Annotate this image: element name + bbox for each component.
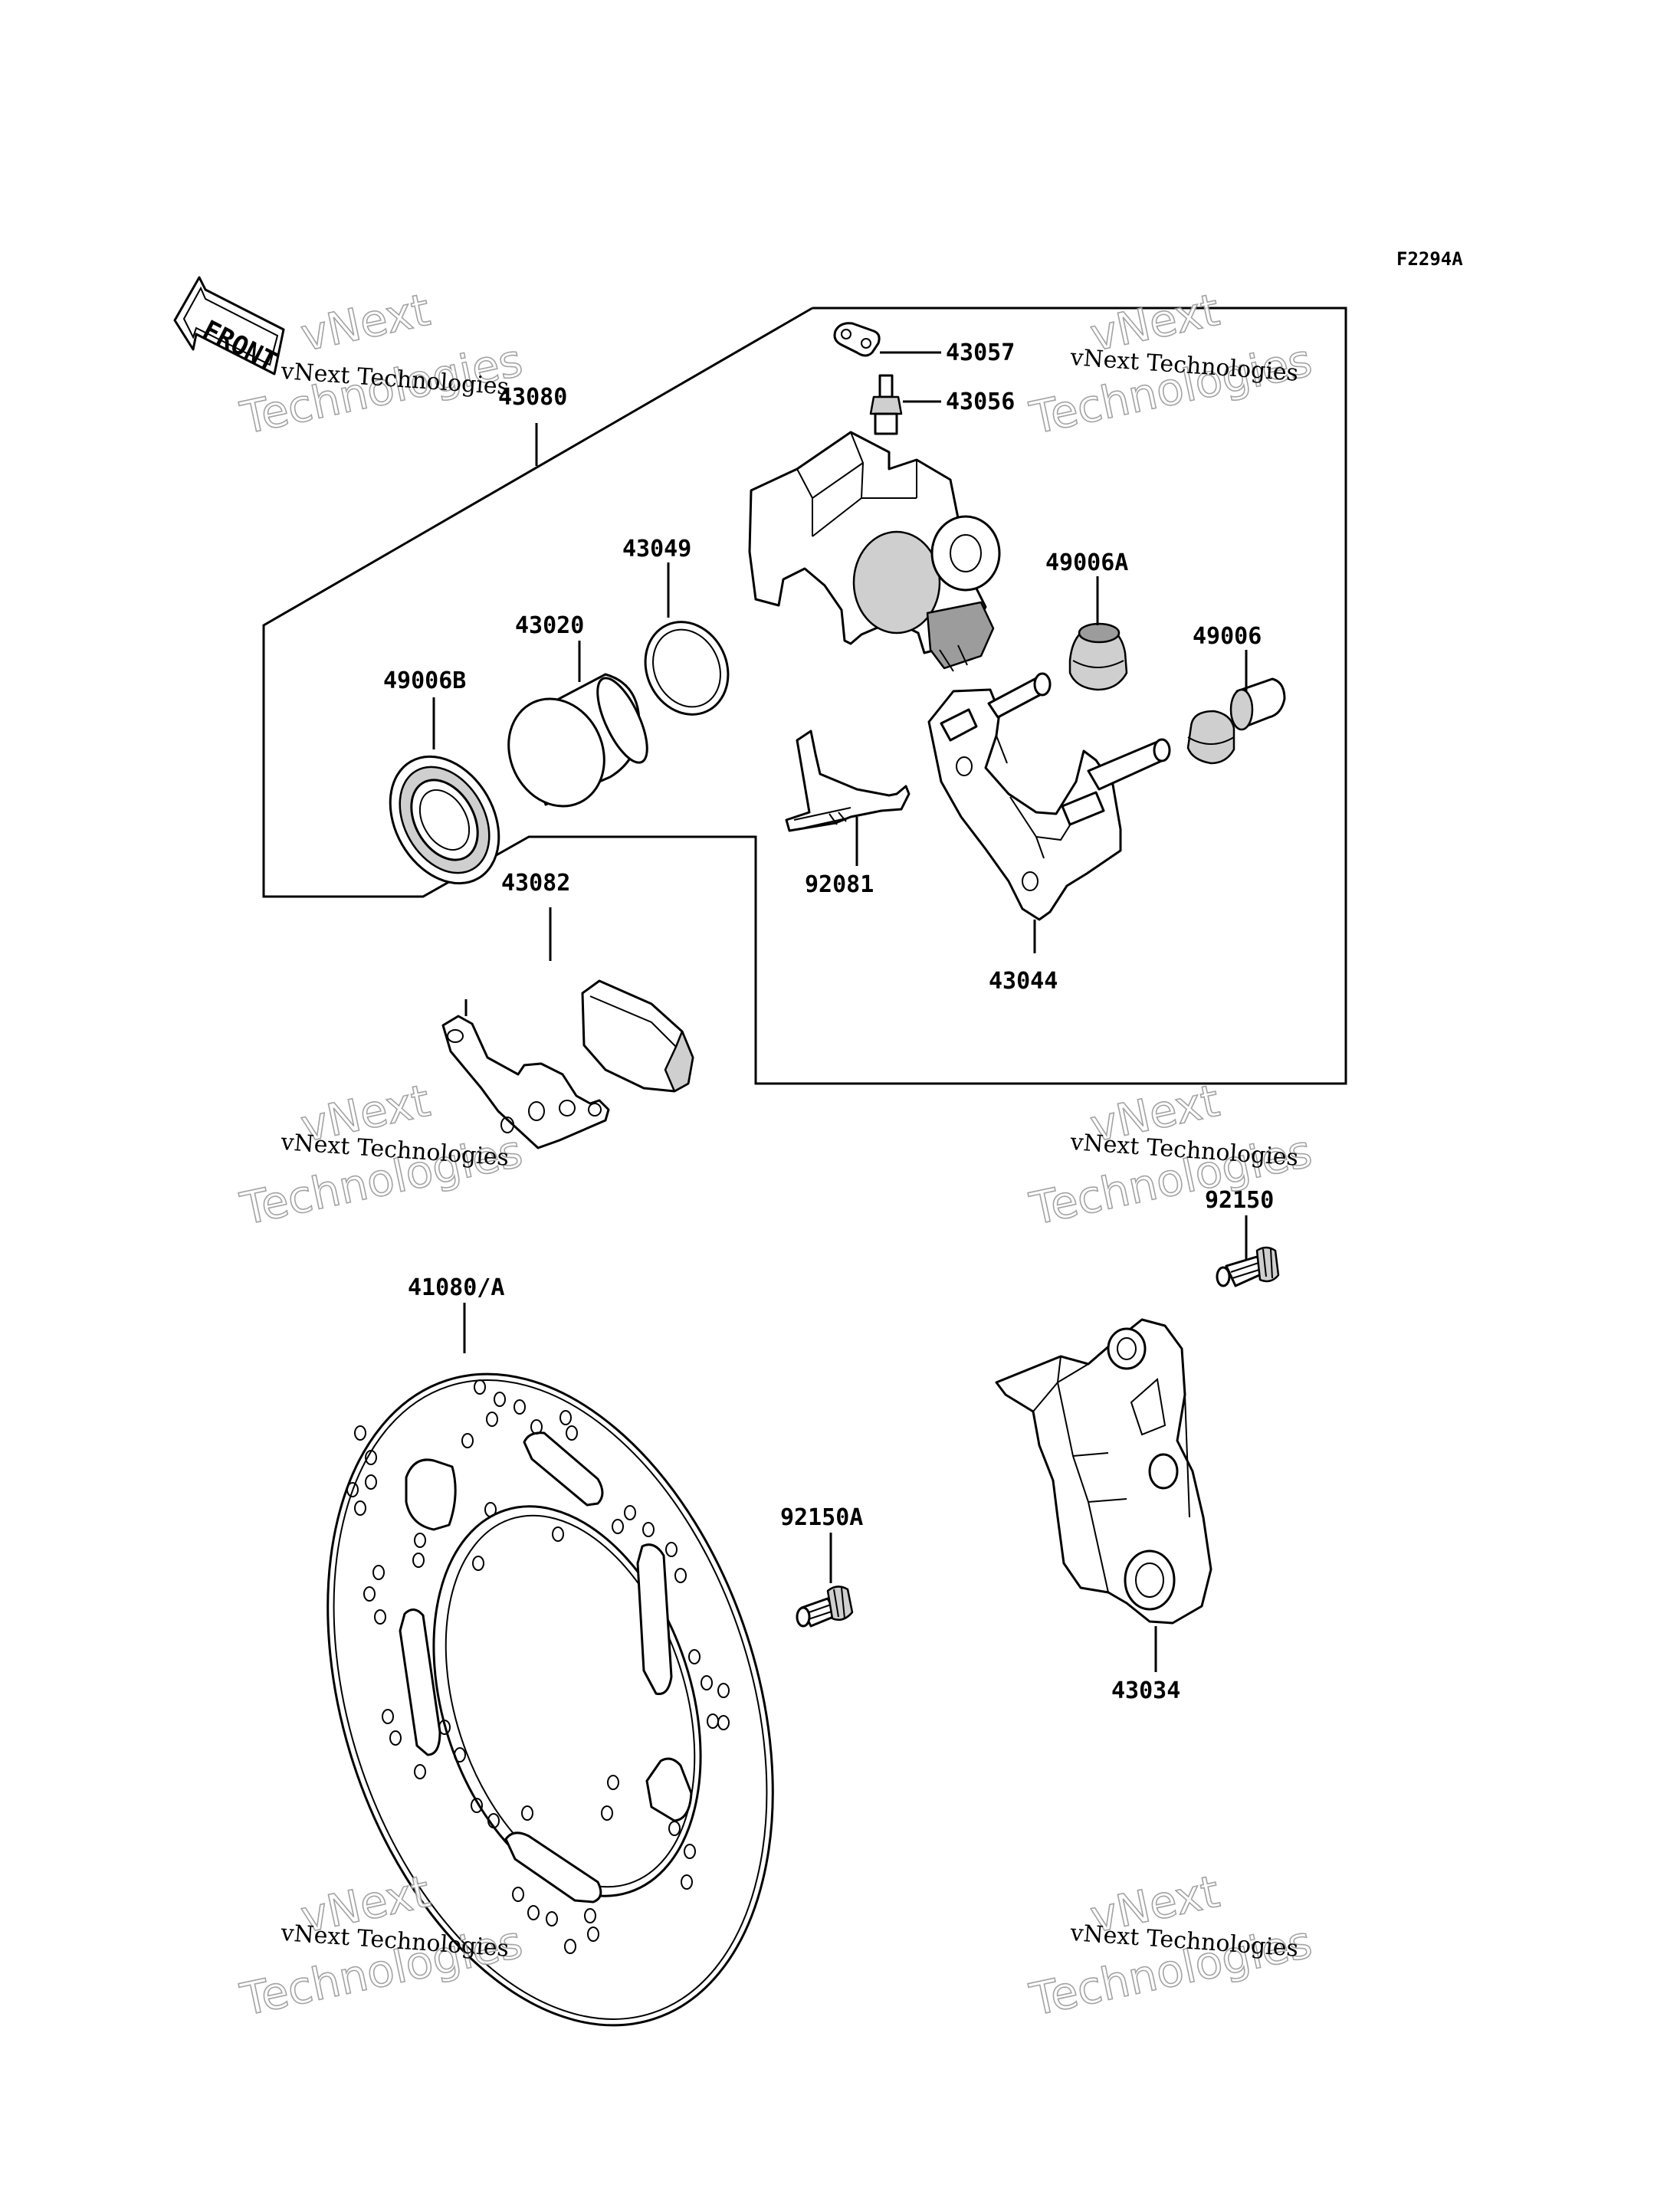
front-arrow-icon: FRONT [173, 276, 285, 377]
part-label-92150A: 92150A [780, 1504, 863, 1531]
disc-bolt [796, 1585, 854, 1628]
diagram-code: F2294A [1396, 248, 1463, 270]
part-label-41080A: 41080/A [408, 1274, 504, 1301]
pin-boot-a [1068, 622, 1128, 691]
part-label-43082: 43082 [501, 870, 570, 897]
part-label-43020: 43020 [515, 612, 584, 639]
part-label-43057: 43057 [946, 339, 1015, 366]
caliper-kit-boundary [262, 307, 1347, 1085]
piston-seal [644, 621, 730, 716]
part-label-43080: 43080 [498, 384, 567, 411]
pad-spring [785, 730, 911, 832]
brake-pads [441, 979, 694, 1149]
caliper-bracket [927, 672, 1171, 921]
watermark-top-left: vNext Technologies vNext Technologies [235, 283, 527, 445]
caliper-body [748, 431, 1001, 672]
part-label-49006A: 49006A [1045, 549, 1128, 576]
part-label-49006B: 49006B [383, 667, 466, 694]
bleeder-valve [869, 374, 903, 435]
part-label-43049: 43049 [622, 536, 691, 562]
caliper-mount-bracket [995, 1318, 1212, 1625]
watermark-bottom-right: vNext Technologies vNext Technologies [1025, 1864, 1317, 2027]
watermark-mid-left: vNext Technologies vNext Technologies [235, 1074, 527, 1236]
bracket-bolt [1216, 1246, 1280, 1287]
piston-boot [389, 755, 500, 885]
part-label-92081: 92081 [805, 871, 874, 898]
part-label-43034: 43034 [1111, 1677, 1180, 1704]
svg-text:vNext: vNext [297, 284, 435, 362]
pin-boot [1186, 677, 1286, 765]
piston [507, 673, 648, 808]
part-label-92150: 92150 [1205, 1187, 1274, 1214]
brake-disc [326, 1372, 774, 2027]
part-label-43044: 43044 [989, 968, 1058, 995]
bleeder-cap [833, 322, 881, 357]
part-label-49006: 49006 [1193, 623, 1262, 650]
part-label-43056: 43056 [946, 389, 1015, 415]
